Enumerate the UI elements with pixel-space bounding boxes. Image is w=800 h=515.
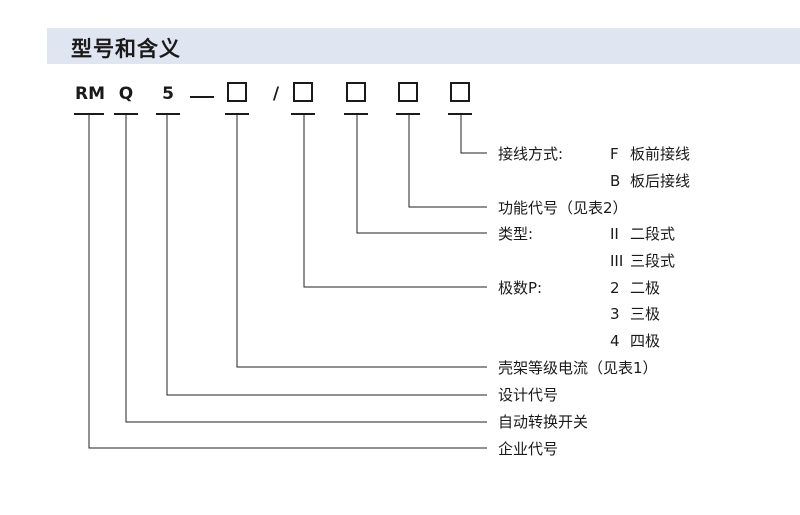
label-poles-2-code: 2 [610, 279, 620, 297]
section-title: 型号和含义 [71, 37, 181, 61]
label-poles-4-code: 4 [610, 332, 620, 350]
underline-function [396, 113, 420, 115]
code-rm: RM [74, 84, 105, 104]
code-q: Q [118, 84, 134, 104]
label-type-iii-text: 三段式 [630, 252, 676, 270]
connector-frame-current [236, 115, 487, 368]
label-poles-title: 极数P: [498, 279, 543, 297]
connector-enterprise [88, 115, 487, 449]
connector-function [408, 115, 487, 208]
label-wiring-f-text: 板前接线 [630, 145, 691, 163]
code-dash [190, 96, 214, 98]
label-poles-3-text: 三极 [630, 305, 661, 323]
label-type-ii-text: 二段式 [630, 225, 676, 243]
label-poles-4-text: 四极 [630, 332, 661, 350]
label-type-ii-code: II [610, 225, 619, 243]
section-header: 型号和含义 [47, 28, 800, 64]
connector-type [356, 115, 487, 234]
label-wiring-f-code: F [610, 145, 619, 163]
underline-wiring [448, 113, 472, 115]
label-type-title: 类型: [498, 225, 534, 243]
code-slash: / [272, 84, 280, 104]
label-type-iii-code: III [610, 252, 624, 270]
label-wiring-b-text: 板后接线 [630, 172, 691, 190]
code-box-frame-current [227, 82, 247, 102]
label-enterprise-code: 企业代号 [498, 440, 559, 458]
label-poles-3-code: 3 [610, 305, 620, 323]
underline-rm [74, 113, 104, 115]
connector-poles [303, 115, 487, 288]
label-frame-current: 壳架等级电流（见表1） [498, 359, 658, 377]
label-function-code: 功能代号（见表2） [498, 199, 628, 217]
connector-ats [125, 115, 487, 423]
code-box-function [398, 82, 418, 102]
label-wiring-b-code: B [610, 172, 621, 190]
underline-frame [225, 113, 249, 115]
code-box-type [346, 82, 366, 102]
label-poles-2-text: 二极 [630, 279, 661, 297]
connector-wiring [460, 115, 487, 154]
underline-q [114, 113, 138, 115]
connector-design [166, 115, 487, 396]
underline-5 [156, 113, 180, 115]
label-wiring-title: 接线方式: [498, 145, 564, 163]
code-box-poles [293, 82, 313, 102]
underline-poles [291, 113, 315, 115]
code-box-wiring [450, 82, 470, 102]
label-ats: 自动转换开关 [498, 413, 589, 431]
label-design-code: 设计代号 [498, 386, 559, 404]
code-5: 5 [162, 84, 174, 104]
underline-type [344, 113, 368, 115]
